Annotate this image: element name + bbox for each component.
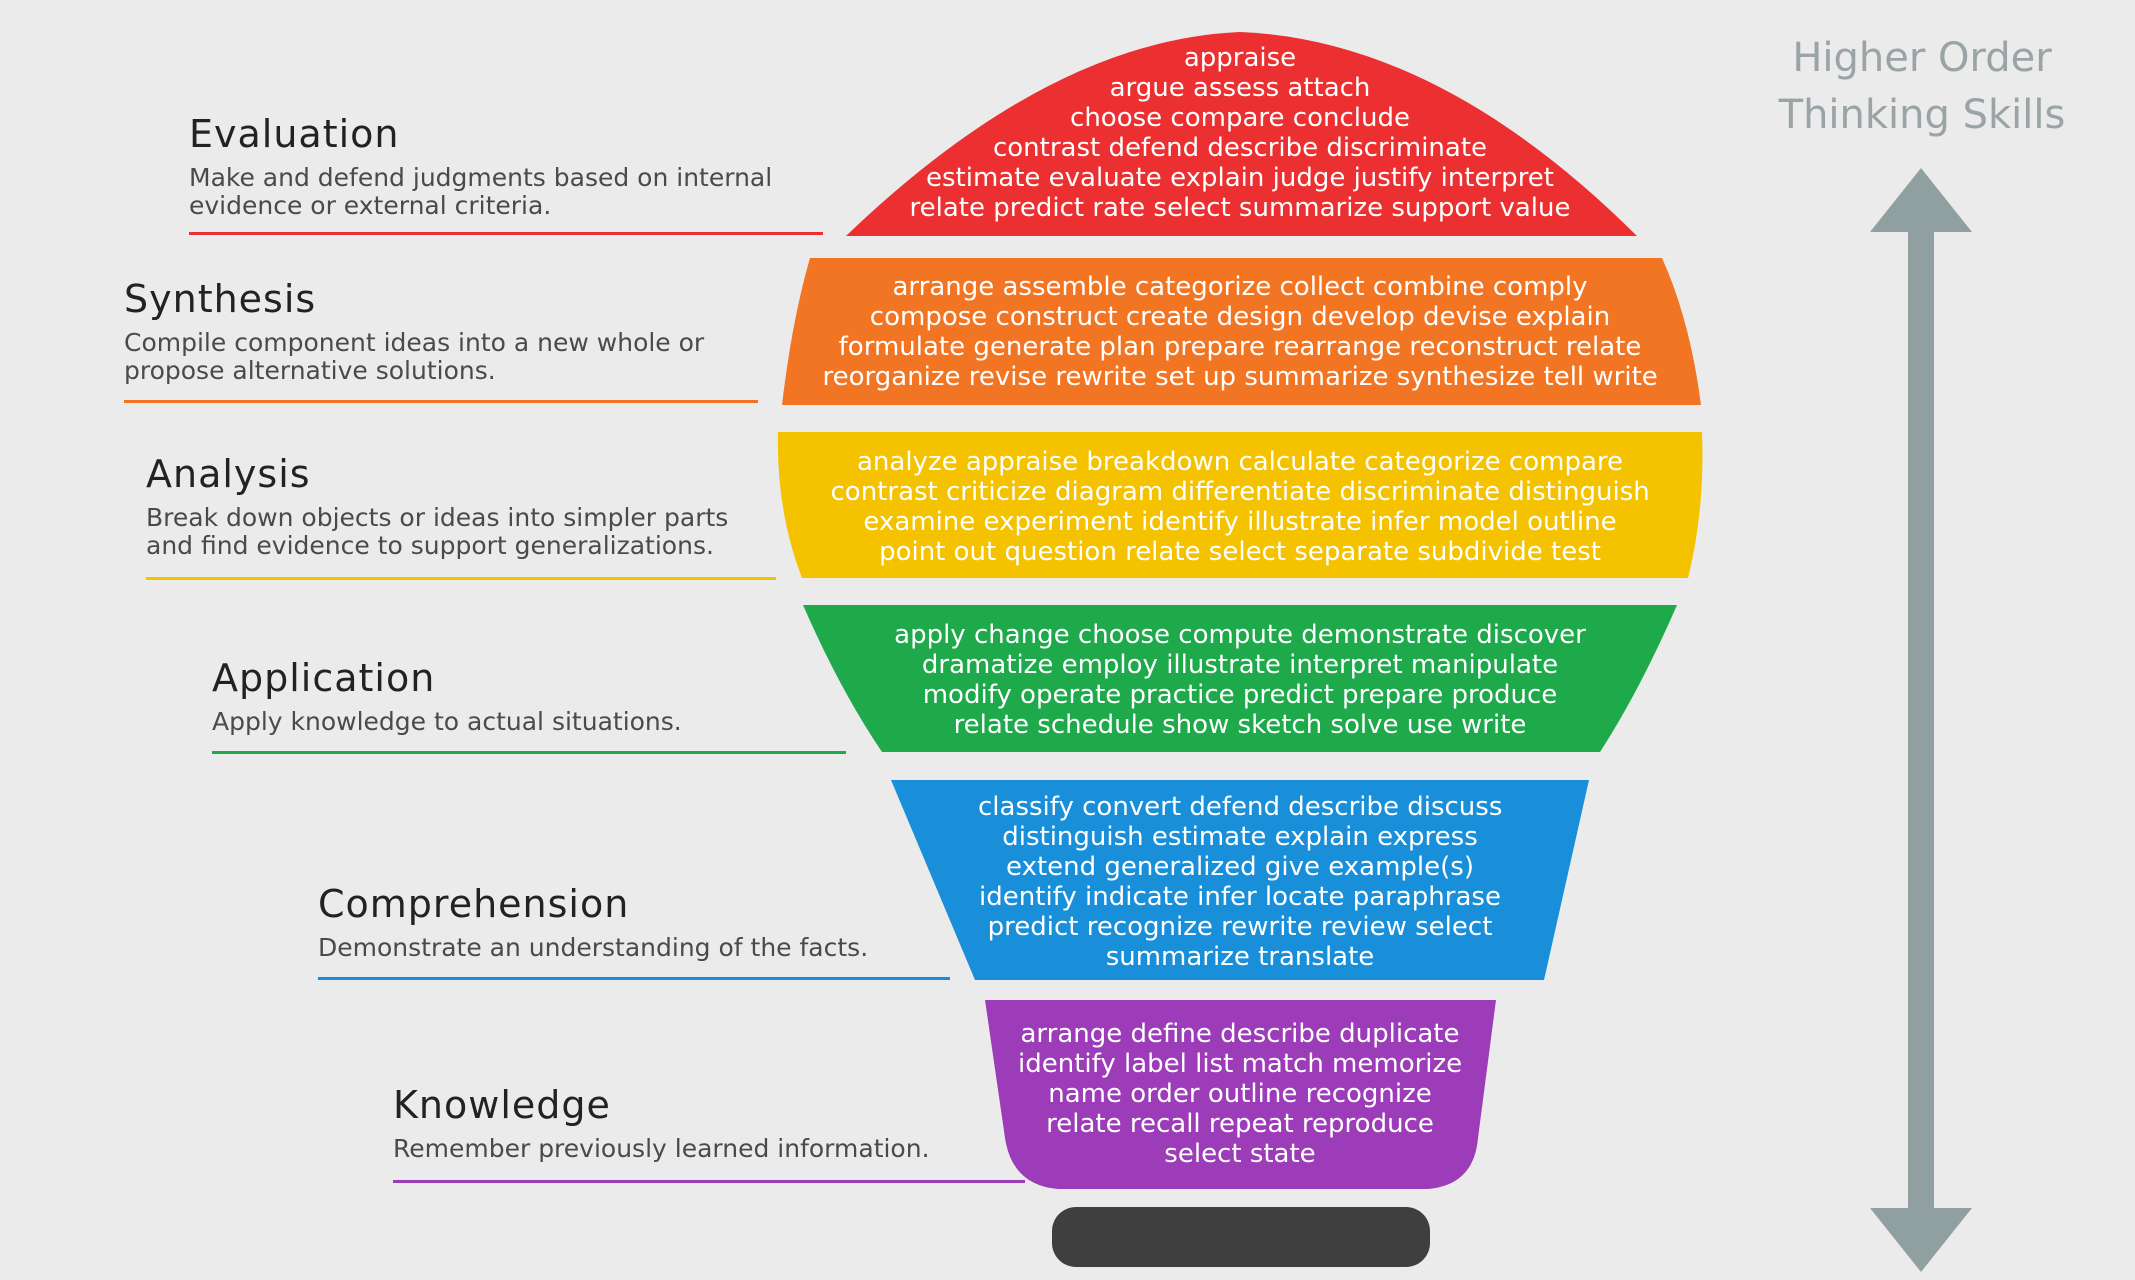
verb-line: extend generalized give example(s) bbox=[1006, 852, 1474, 882]
level-label-application: Application Apply knowledge to actual si… bbox=[212, 656, 682, 736]
verb-line: point out question relate select separat… bbox=[879, 537, 1601, 567]
level-description: Apply knowledge to actual situations. bbox=[212, 707, 682, 736]
verb-line: analyze appraise breakdown calculate cat… bbox=[856, 447, 1624, 477]
band-comprehension bbox=[891, 780, 1589, 980]
verb-line: arrange assemble categorize collect comb… bbox=[892, 272, 1588, 302]
level-title: Synthesis bbox=[124, 277, 317, 321]
verb-list-application: apply change choose compute demonstrate … bbox=[894, 620, 1586, 740]
level-title: Comprehension bbox=[318, 882, 630, 926]
verb-line: predict recognize rewrite review select bbox=[987, 912, 1493, 942]
level-label-knowledge: Knowledge Remember previously learned in… bbox=[393, 1083, 930, 1163]
verb-line: formulate generate plan prepare rearrang… bbox=[838, 332, 1642, 362]
level-label-synthesis: Synthesis Compile component ideas into a… bbox=[124, 277, 704, 385]
verb-line: choose compare conclude bbox=[1070, 103, 1410, 133]
verb-line: dramatize employ illustrate interpret ma… bbox=[921, 650, 1559, 680]
level-label-evaluation: Evaluation Make and defend judgments bas… bbox=[189, 112, 772, 220]
level-description: Demonstrate an understanding of the fact… bbox=[318, 933, 869, 962]
level-rule-comprehension bbox=[318, 977, 950, 980]
level-description: Remember previously learned information. bbox=[393, 1134, 930, 1163]
verb-line: contrast criticize diagram differentiate… bbox=[830, 477, 1650, 507]
verb-list-comprehension: classify convert defend describe discuss… bbox=[978, 792, 1502, 972]
verb-list-synthesis: arrange assemble categorize collect comb… bbox=[823, 272, 1658, 392]
verb-line: relate recall repeat reproduce bbox=[1046, 1109, 1434, 1139]
band-analysis bbox=[777, 432, 1703, 578]
verb-line: appraise bbox=[1183, 43, 1297, 73]
verb-line: select state bbox=[1164, 1139, 1316, 1169]
verb-line: apply change choose compute demonstrate … bbox=[894, 620, 1586, 650]
verb-line: distinguish estimate explain express bbox=[1002, 822, 1478, 852]
verb-line: estimate evaluate explain judge justify … bbox=[925, 163, 1554, 193]
level-label-comprehension: Comprehension Demonstrate an understandi… bbox=[318, 882, 868, 962]
verb-line: identify indicate infer locate paraphras… bbox=[979, 882, 1501, 912]
verb-line: modify operate practice predict prepare … bbox=[922, 680, 1558, 710]
level-label-analysis: Analysis Break down objects or ideas int… bbox=[146, 452, 728, 560]
level-rule-application bbox=[212, 751, 846, 754]
verb-line: identify label list match memorize bbox=[1018, 1049, 1463, 1079]
bulb-base bbox=[1052, 1207, 1430, 1267]
level-rule-knowledge bbox=[393, 1180, 1025, 1183]
verb-line: name order outline recognize bbox=[1048, 1079, 1432, 1109]
level-title: Application bbox=[212, 656, 436, 700]
verb-list-analysis: analyze appraise breakdown calculate cat… bbox=[831, 447, 1650, 567]
verb-line: examine experiment identify illustrate i… bbox=[863, 507, 1617, 537]
verb-line: reorganize revise rewrite set up summari… bbox=[822, 362, 1658, 392]
level-title: Analysis bbox=[146, 452, 311, 496]
level-rule-analysis bbox=[146, 577, 776, 580]
level-title: Evaluation bbox=[189, 112, 400, 156]
verb-line: relate schedule show sketch solve use wr… bbox=[953, 710, 1527, 740]
band-synthesis bbox=[782, 258, 1701, 405]
verb-line: compose construct create design develop … bbox=[869, 302, 1611, 332]
verb-line: arrange define describe duplicate bbox=[1020, 1019, 1460, 1049]
verb-line: contrast defend describe discriminate bbox=[992, 133, 1488, 163]
higher-order-thinking-skills-label: Higher Order Thinking Skills bbox=[1778, 35, 2066, 138]
band-evaluation bbox=[846, 32, 1637, 236]
level-description: Make and defend judgments based on inter… bbox=[189, 163, 773, 220]
verb-line: classify convert defend describe discuss bbox=[978, 792, 1503, 822]
level-title: Knowledge bbox=[393, 1083, 611, 1127]
arrow-down-icon bbox=[1870, 1208, 1972, 1272]
verb-line: relate predict rate select summarize sup… bbox=[909, 193, 1571, 223]
level-description: Compile component ideas into a new whole… bbox=[124, 328, 705, 385]
arrow-up-icon bbox=[1870, 168, 1972, 232]
verb-line: argue assess attach bbox=[1109, 73, 1371, 103]
level-rule-evaluation bbox=[189, 232, 823, 235]
level-description: Break down objects or ideas into simpler… bbox=[146, 503, 729, 560]
band-knowledge bbox=[985, 1000, 1496, 1189]
level-rule-synthesis bbox=[124, 400, 758, 403]
verb-line: summarize translate bbox=[1105, 942, 1375, 972]
band-application bbox=[803, 605, 1677, 752]
